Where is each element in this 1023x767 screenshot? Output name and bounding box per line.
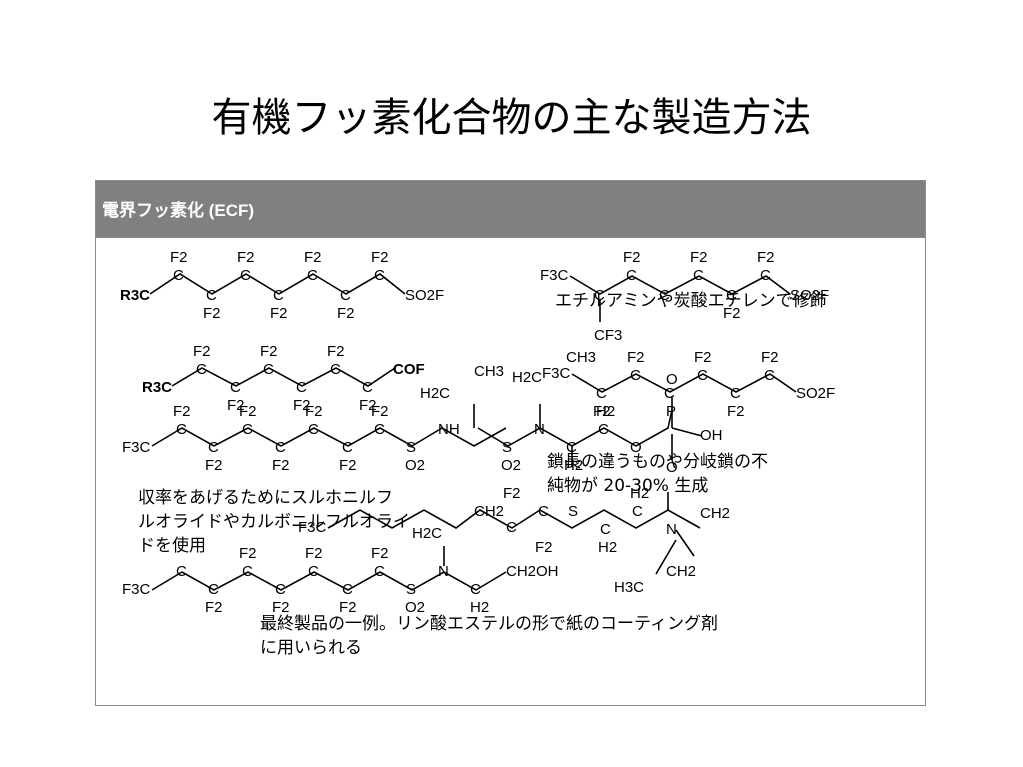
panel-header: 電界フッ素化 (ECF) xyxy=(96,181,925,238)
caption-line: 最終製品の一例。リン酸エステルの形で紙のコーティング剤 xyxy=(260,614,718,634)
caption-text: エチルアミンや炭酸エチレンで修飾 xyxy=(555,291,827,311)
caption-impurities: 鎖長の違うものや分岐鎖の不 純物が 20-30% 生成 xyxy=(547,450,768,498)
slide-title: 有機フッ素化合物の主な製造方法 xyxy=(211,95,812,141)
caption-line: 収率をあげるためにスルホニルフ xyxy=(138,488,393,508)
caption-line: ドを使用 xyxy=(138,536,206,556)
caption-line: 純物が 20-30% 生成 xyxy=(547,476,709,496)
caption-ethylene-modification: エチルアミンや炭酸エチレンで修飾 xyxy=(555,289,827,313)
caption-line: に用いられる xyxy=(260,638,362,658)
caption-yield: 収率をあげるためにスルホニルフ ルオライドやカルボニルフルオライ ドを使用 xyxy=(138,486,410,558)
caption-final-product: 最終製品の一例。リン酸エステルの形で紙のコーティング剤 に用いられる xyxy=(260,612,718,660)
panel-header-title: 電界フッ素化 (ECF) xyxy=(102,201,255,220)
caption-line: 鎖長の違うものや分岐鎖の不 xyxy=(547,452,768,472)
caption-line: ルオライドやカルボニルフルオライ xyxy=(138,512,410,532)
